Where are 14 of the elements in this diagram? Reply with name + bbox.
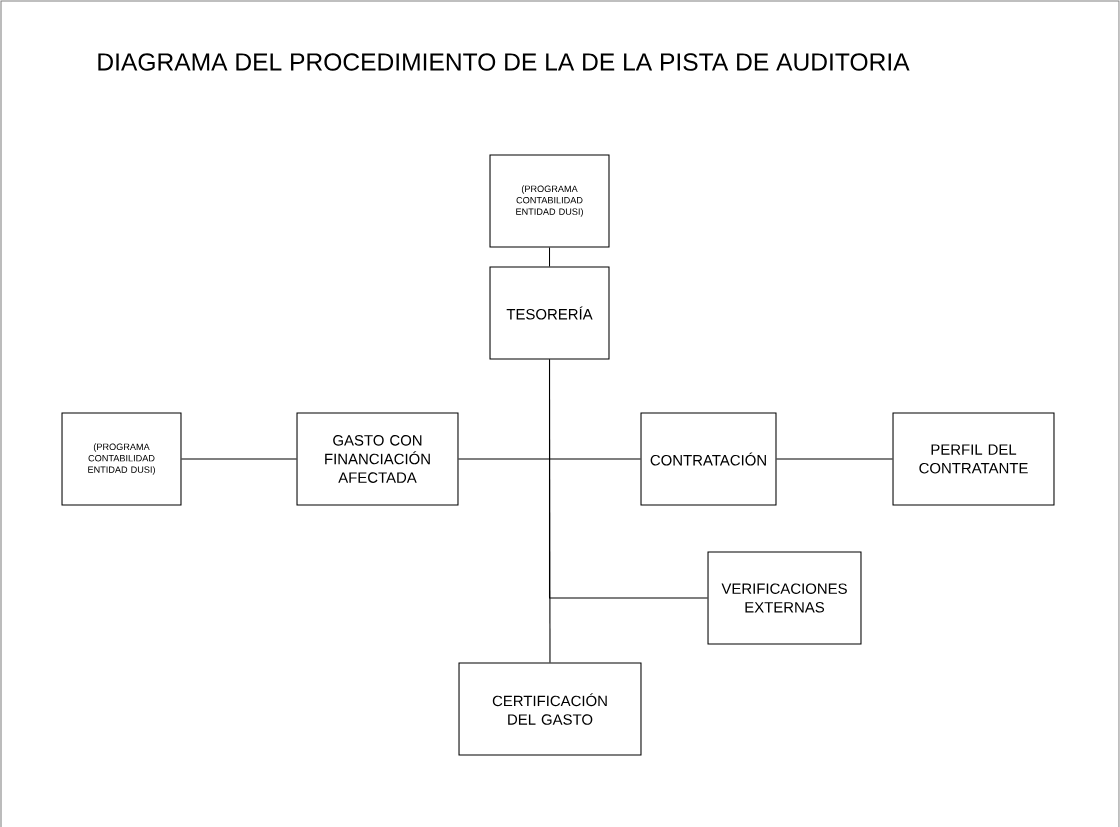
process-box: TESORERÍA xyxy=(489,266,610,360)
process-box: (PROGRAMA CONTABILIDAD ENTIDAD DUSI) xyxy=(489,154,610,248)
title: DIAGRAMA DEL PROCEDIMIENTO DE LA DE LA PISTA DE AUDITORIA xyxy=(98,53,910,71)
connector-line xyxy=(458,458,641,460)
connector-line xyxy=(548,247,551,267)
process-box: GASTO CON FINANCIACIÓN AFECTADA xyxy=(296,412,459,506)
connector-line xyxy=(181,458,298,460)
connector-line xyxy=(776,458,894,460)
process-box: (PROGRAMA CONTABILIDAD ENTIDAD DUSI) xyxy=(61,412,182,506)
connector-line xyxy=(548,359,708,599)
process-box: PERFIL DEL CONTRATANTE xyxy=(892,412,1055,506)
process-box: CERTIFICACIÓN DEL GASTO xyxy=(458,662,642,756)
process-box: VERIFICACIONES EXTERNAS xyxy=(707,551,862,645)
process-box: CONTRATACIÓN xyxy=(640,412,777,506)
